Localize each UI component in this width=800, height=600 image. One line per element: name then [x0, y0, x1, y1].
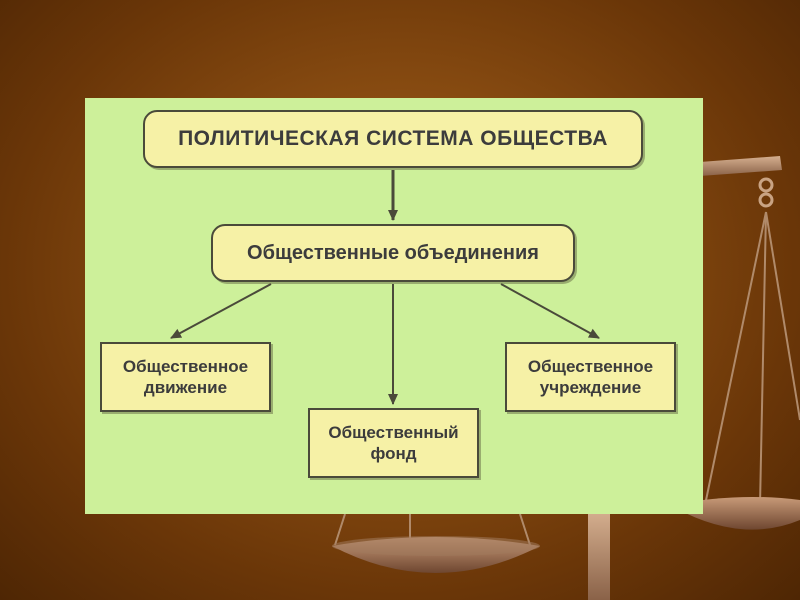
scale-string: [334, 513, 346, 546]
scale-string: [519, 513, 531, 546]
node-public-institution-line2: учреждение: [539, 378, 642, 397]
diagram-panel: ПОЛИТИЧЕСКАЯ СИСТЕМА ОБЩЕСТВА Общественн…: [85, 98, 703, 514]
node-political-system: ПОЛИТИЧЕСКАЯ СИСТЕМА ОБЩЕСТВА: [143, 110, 643, 168]
node-public-movement: Общественное движение: [100, 342, 271, 412]
node-political-system-label: ПОЛИТИЧЕСКАЯ СИСТЕМА ОБЩЕСТВА: [178, 127, 608, 150]
scale-string: [704, 211, 767, 506]
node-public-fund-line2: фонд: [370, 444, 417, 463]
scale-pole: [588, 510, 610, 600]
node-public-fund-line1: Общественный: [328, 423, 459, 442]
scale-string: [759, 211, 767, 506]
scale-string: [765, 211, 800, 421]
node-public-associations-label: Общественные объединения: [247, 241, 539, 264]
arrow-middle-to-left: [170, 283, 272, 339]
scale-pan-left-rim: [332, 536, 540, 556]
scale-ring: [758, 177, 774, 193]
node-public-movement-line2: движение: [143, 378, 228, 397]
node-public-institution-line1: Общественное: [527, 357, 654, 376]
diagram-connectors: [170, 170, 600, 405]
scale-beam: [700, 156, 782, 176]
scale-ring: [758, 192, 774, 208]
node-public-movement-line1: Общественное: [122, 357, 249, 376]
node-public-institution: Общественное учреждение: [505, 342, 676, 412]
node-public-associations: Общественные объединения: [211, 224, 575, 282]
arrow-middle-to-right: [500, 283, 600, 339]
node-public-fund: Общественный фонд: [308, 408, 479, 478]
